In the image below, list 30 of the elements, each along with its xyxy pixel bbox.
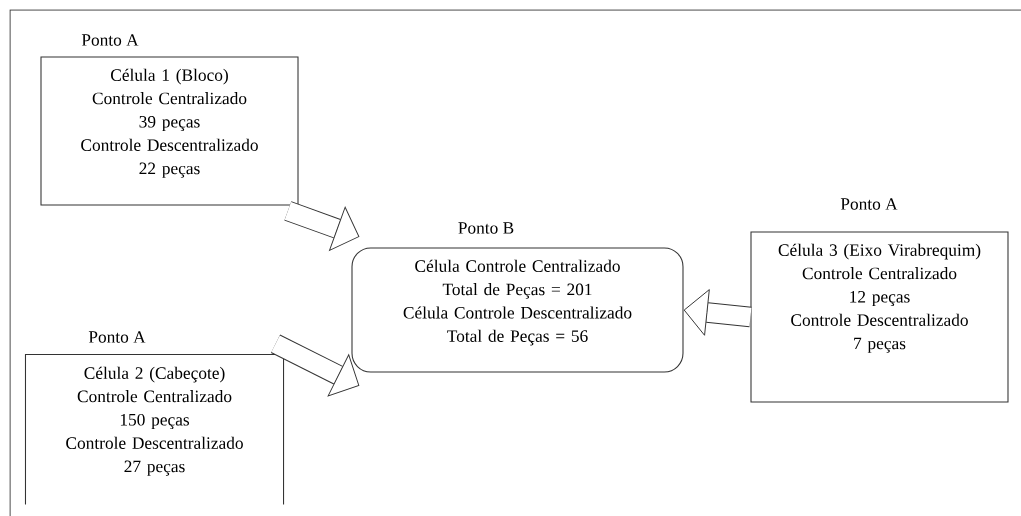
node-label: Controle Descentralizado — [81, 138, 258, 151]
node-label: 12 peças — [850, 290, 910, 307]
node-label: Controle Centralizado — [92, 92, 247, 105]
cell-box: Célula 1 (Bloco) Controle Centralizado 39 peças Controle Descentralizado 22 peças — [40, 56, 299, 206]
node-label: 39 peças — [139, 115, 200, 132]
node-label: 150 peças — [120, 413, 190, 430]
cell-box: Célula 2 (Cabeçote) Controle Centralizado 150 peças Controle Descentralizado 27 peças — [24, 353, 285, 506]
point-heading: Ponto A — [88, 331, 146, 343]
point-heading: Ponto A — [81, 34, 139, 46]
node-label: Total de Peças = 56 — [447, 329, 588, 346]
node-label: Célula 3 (Eixo Virabrequim) — [778, 243, 981, 260]
point-heading: Ponto B — [458, 222, 514, 234]
node-label: Célula 1 (Bloco) — [111, 68, 228, 85]
cell-box: Célula 3 (Eixo Virabrequim) Controle Centralizado 12 peças Controle Descentralizado 7 peças — [750, 231, 1009, 403]
node-label: Célula 2 (Cabeçote) — [84, 366, 225, 383]
node-label: 27 peças — [124, 460, 185, 476]
block-arrow — [284, 201, 360, 251]
node-label: Célula Controle Centralizado — [415, 259, 620, 272]
node-label: Controle Centralizado — [802, 267, 957, 280]
block-arrow — [270, 334, 360, 397]
node-label: 22 peças — [139, 162, 200, 178]
node-label: Controle Descentralizado — [791, 313, 968, 326]
point-heading: Ponto A — [840, 198, 898, 210]
node-label: Célula Controle Descentralizado — [403, 306, 632, 319]
total-box: Célula Controle Centralizado Total de Peças = 201 Célula Controle Descentralizado Total de Peças = 56 — [351, 247, 684, 373]
node-label: 7 peças — [854, 337, 906, 353]
node-label: Controle Centralizado — [77, 390, 232, 403]
node-label: Controle Descentralizado — [66, 436, 243, 449]
block-arrow — [683, 289, 752, 336]
node-label: Total de Peças = 201 — [442, 283, 592, 299]
